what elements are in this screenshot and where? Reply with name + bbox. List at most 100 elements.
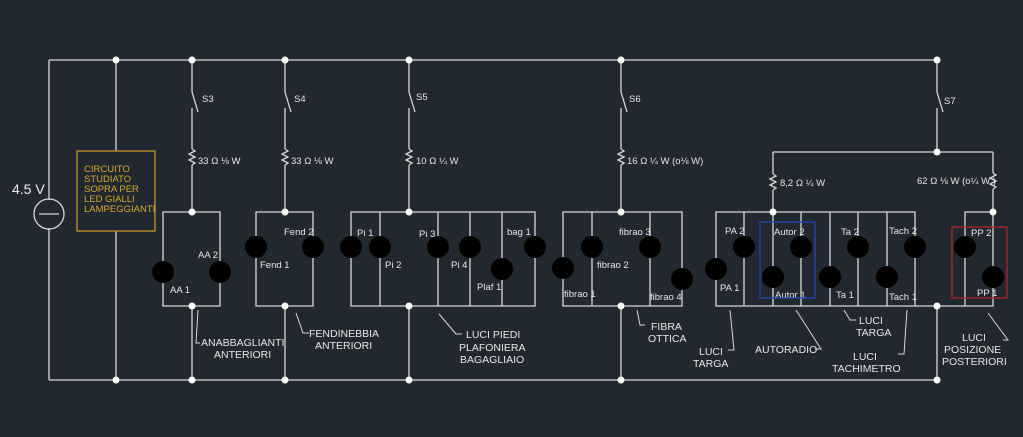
- group-label-line: LUCI: [699, 346, 723, 358]
- switch-icon: [191, 91, 199, 113]
- junction-dot: [617, 56, 625, 64]
- lamp-label: Autor 2: [774, 227, 805, 238]
- lamp-fend2: [302, 236, 324, 258]
- posizione-box: [951, 226, 1008, 299]
- group-label-line: OTTICA: [648, 333, 687, 345]
- lamp-label: AA 1: [170, 285, 190, 296]
- lamp-bag1: [524, 236, 546, 258]
- switch-label: S3: [202, 94, 214, 105]
- switch-label: S4: [294, 94, 306, 105]
- lamp-label: Pi 3: [419, 229, 435, 240]
- group-label-line: FENDINEBBIA: [309, 328, 379, 340]
- lamp-fibrao1: [552, 257, 574, 279]
- main-wires: [48, 59, 937, 381]
- lamp-pi4: [459, 236, 481, 258]
- lamp-fibrao2: [581, 236, 603, 258]
- autoradio-box: [759, 221, 816, 299]
- junction-dot: [933, 376, 941, 384]
- group-luci-piedi: Pi 1 Pi 2 Pi 3 Pi 4 Plaf 1 bag 1: [340, 211, 546, 380]
- junction-dot: [933, 56, 941, 64]
- junction-dots: [112, 56, 997, 384]
- lamp-autor2: [790, 236, 812, 258]
- lamp-pi1: [340, 236, 362, 258]
- note-line: SOPRA PER: [84, 184, 139, 195]
- lamp-label: PA 1: [720, 283, 739, 294]
- group-fendinebbia: Fend 1 Fend 2: [245, 211, 324, 380]
- leader-lines: [195, 309, 1009, 355]
- resistor-labels: 33 Ω ⅛ W 33 Ω ⅛ W 10 Ω ¼ W 16 Ω ¼ W (o⅛ …: [198, 156, 996, 189]
- group-anabbaglianti: AA 1 AA 2: [152, 211, 231, 380]
- group-fibra-ottica: fibrao 1 fibrao 2 fibrao 3 fibrao 4: [552, 211, 693, 380]
- junction-dot: [989, 208, 997, 216]
- voltage-label: 4.5 V: [12, 181, 45, 197]
- group-labels: ANABBAGLIANTI ANTERIORI FENDINEBBIA ANTE…: [201, 315, 1007, 375]
- lamp-label: fibrao 4: [650, 292, 682, 303]
- switch-label: S7: [944, 96, 956, 107]
- switch-icon: [936, 91, 944, 113]
- lamp-label: Tach 1: [889, 292, 917, 303]
- lamp-pi2: [369, 236, 391, 258]
- lamp-ta1: [819, 266, 841, 288]
- group-label-line: PLAFONIERA: [459, 342, 526, 354]
- resistor-label: 62 Ω ⅛ W (o¼ W ): [917, 176, 996, 187]
- resistor-icon: [404, 148, 414, 166]
- lamp-label: Pi 1: [357, 228, 373, 239]
- resistor-label: 33 Ω ⅛ W: [198, 156, 241, 167]
- resistor-icon: [616, 148, 626, 166]
- junction-dot: [933, 302, 941, 310]
- note-line: LED GIALLI: [84, 194, 135, 205]
- junction-dot: [281, 208, 289, 216]
- note-line: CIRCUITO: [84, 164, 130, 175]
- junction-dot: [617, 302, 625, 310]
- group-label-line: BAGAGLIAIO: [460, 354, 524, 366]
- branches: [187, 60, 998, 380]
- lamp-label: Ta 1: [836, 290, 854, 301]
- lamp-pp1: [982, 266, 1004, 288]
- group-label-line: TARGA: [856, 327, 891, 339]
- junction-dot: [405, 376, 413, 384]
- group-label-line: LUCI PIEDI: [466, 329, 520, 341]
- resistor-icon: [988, 172, 998, 190]
- junction-dot: [281, 56, 289, 64]
- junction-dot: [405, 208, 413, 216]
- note-line: LAMPEGGIANTI: [84, 204, 155, 215]
- lamp-pp2: [954, 236, 976, 258]
- lamp-label: fibrao 1: [564, 289, 596, 300]
- lamp-label: bag 1: [507, 227, 531, 238]
- group-label-line: ANTERIORI: [315, 340, 372, 352]
- group-label-line: ANABBAGLIANTI: [201, 337, 284, 349]
- junction-dot: [188, 208, 196, 216]
- switch-icon: [284, 91, 292, 113]
- resistor-icon: [187, 148, 197, 166]
- lamp-label: Tach 2: [889, 226, 917, 237]
- lamp-pa1: [705, 258, 727, 280]
- lamp-label: Plaf 1: [477, 282, 501, 293]
- lamp-ta2: [847, 236, 869, 258]
- lamp-label: fibrao 3: [619, 227, 651, 238]
- junction-dot: [405, 302, 413, 310]
- lamp-fend1: [245, 236, 267, 258]
- lamp-label: PP 2: [971, 228, 991, 239]
- resistor-icon: [768, 173, 778, 191]
- lamp-label: Autor 1: [775, 290, 806, 301]
- lamp-label: Fend 2: [284, 227, 314, 238]
- group-label-line: AUTORADIO: [755, 344, 817, 356]
- junction-dot: [188, 376, 196, 384]
- group-label-line: TACHIMETRO: [832, 363, 901, 375]
- group-label-line: FIBRA: [651, 321, 682, 333]
- junction-dot: [112, 56, 120, 64]
- junction-dot: [769, 208, 777, 216]
- lamp-autor1: [762, 266, 784, 288]
- junction-dot: [188, 302, 196, 310]
- lamp-plaf1: [491, 258, 513, 280]
- resistor-label: 8,2 Ω ¼ W: [780, 178, 825, 189]
- group-s7-lights: PA 1 PA 2 Autor 1 Autor 2 Ta 1 Ta 2 Tach…: [705, 151, 1008, 307]
- resistor-label: 33 Ω ⅛ W: [291, 156, 334, 167]
- group-label-line: POSIZIONE: [944, 344, 1001, 356]
- lamp-aa2: [209, 261, 231, 283]
- switch-label: S5: [416, 92, 428, 103]
- lamp-label: Fend 1: [260, 260, 290, 271]
- lamp-fibrao4: [671, 268, 693, 290]
- group-label-line: LUCI: [859, 315, 883, 327]
